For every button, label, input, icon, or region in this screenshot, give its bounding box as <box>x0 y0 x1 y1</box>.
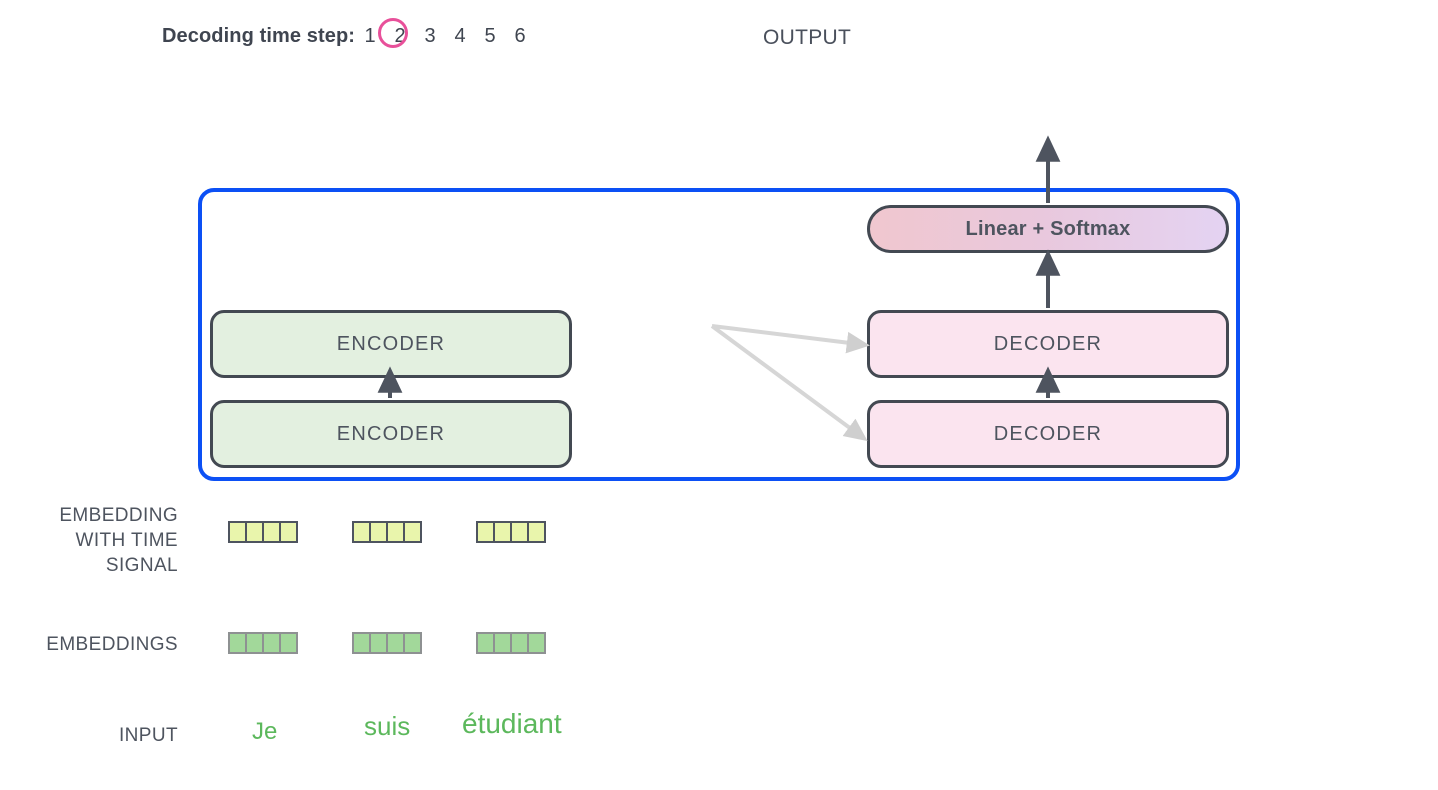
vector-cell <box>403 521 422 543</box>
timestep-6[interactable]: 6 <box>514 24 526 47</box>
encoder-box-top[interactable]: ENCODER <box>210 310 572 378</box>
input-word-0: Je <box>252 718 278 745</box>
linear-softmax-box[interactable]: Linear + Softmax <box>867 205 1229 253</box>
time-signal-vector-0 <box>228 521 298 543</box>
decoding-timestep-row: Decoding time step: 1 2 3 4 5 6 <box>162 20 535 52</box>
timestep-4[interactable]: 4 <box>454 24 466 47</box>
embedding-vector-2 <box>476 632 546 654</box>
input-word-2: étudiant <box>462 708 562 739</box>
input-word-1: suis <box>364 711 411 741</box>
vector-cell <box>279 521 298 543</box>
embedding-vector-1 <box>352 632 422 654</box>
timestep-1[interactable]: 1 <box>364 24 376 47</box>
vector-cell <box>527 632 546 654</box>
input-label: INPUT <box>119 725 178 746</box>
embedding-vector-0 <box>228 632 298 654</box>
vector-cell <box>279 632 298 654</box>
embedding-time-line-2: WITH TIME <box>75 530 178 551</box>
vector-cell <box>403 632 422 654</box>
output-label: OUTPUT <box>763 26 852 49</box>
vector-cell <box>527 521 546 543</box>
timestep-5[interactable]: 5 <box>484 24 496 47</box>
decoding-timestep-label: Decoding time step: <box>162 24 356 47</box>
embedding-with-time-signal-label: EMBEDDING WITH TIME SIGNAL <box>0 503 178 578</box>
embeddings-label: EMBEDDINGS <box>46 634 178 655</box>
timestep-3[interactable]: 3 <box>424 24 436 47</box>
embedding-time-line-3: SIGNAL <box>105 555 178 576</box>
time-signal-vector-1 <box>352 521 422 543</box>
encoder-box-bottom[interactable]: ENCODER <box>210 400 572 468</box>
active-timestep-circle <box>378 18 408 48</box>
decoder-box-bottom[interactable]: DECODER <box>867 400 1229 468</box>
transformer-model-frame <box>198 188 1240 481</box>
embedding-time-line-1: EMBEDDING <box>59 505 178 526</box>
time-signal-vector-2 <box>476 521 546 543</box>
decoder-box-top[interactable]: DECODER <box>867 310 1229 378</box>
